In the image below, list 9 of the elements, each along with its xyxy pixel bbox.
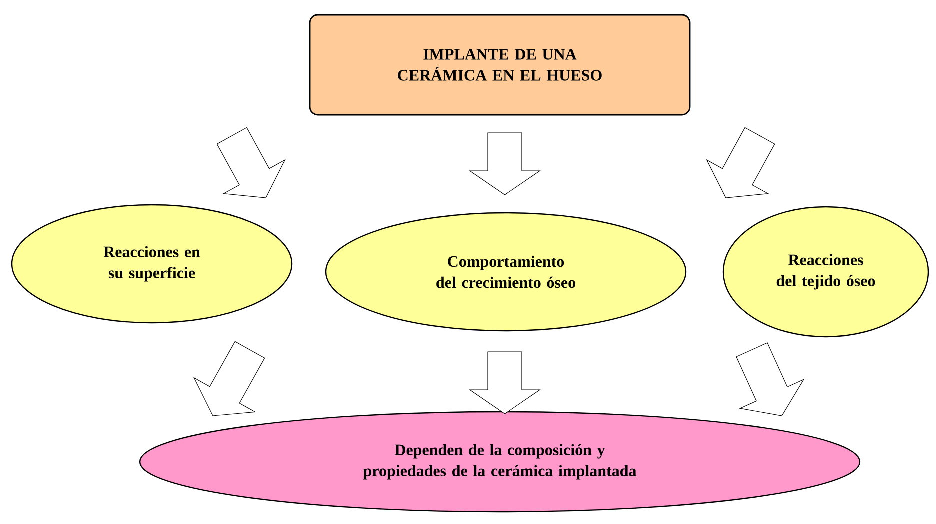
ellipse-node: Reacciones en su superficie (11, 204, 293, 324)
block-arrow (194, 341, 266, 416)
title-box: IMPLANTE DE UNA CERÁMICA EN EL HUESO (309, 14, 691, 116)
ellipse-node: Reacciones del tejido óseo (722, 206, 930, 338)
block-arrow (736, 342, 805, 416)
block-arrow (469, 352, 541, 414)
block-arrow (469, 132, 541, 196)
ellipse-node: Dependen de la composición y propiedades de la cerámica implantada (139, 411, 861, 513)
ellipse-node: Comportamiento del crecimiento óseo (325, 212, 687, 332)
